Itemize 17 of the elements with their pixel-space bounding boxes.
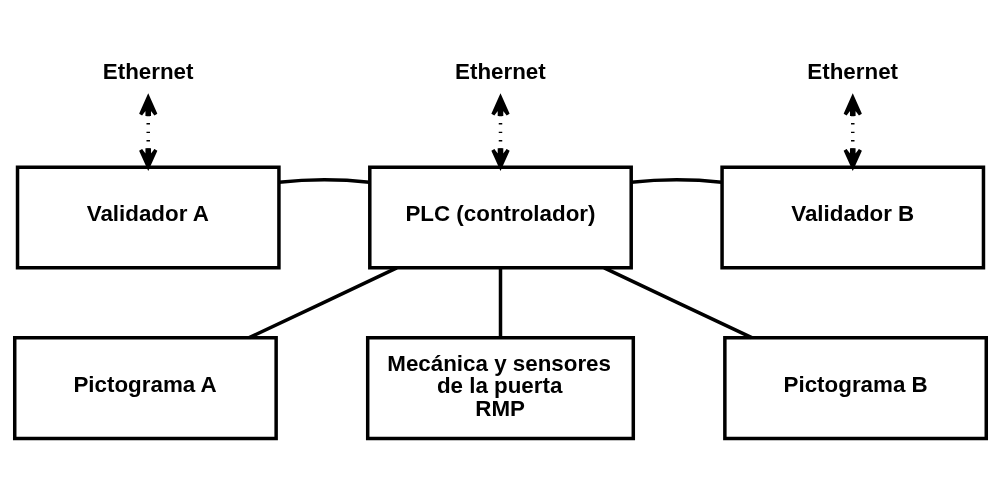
- node-box: Mecánica y sensores de la puerta RMP: [365, 336, 636, 441]
- node-box: Validador B: [720, 165, 986, 270]
- connector: [631, 178, 722, 185]
- node-box: Pictograma B: [723, 336, 988, 441]
- arrow: [843, 95, 863, 169]
- node-text: Ethernet: [455, 58, 546, 84]
- node-text: Ethernet: [102, 58, 194, 84]
- node-box: Pictograma A: [13, 336, 278, 441]
- connector: [278, 178, 370, 185]
- connector: [498, 267, 503, 338]
- arrow: [491, 95, 510, 169]
- node-box: PLC (controlador): [368, 165, 633, 270]
- connector: [248, 266, 398, 340]
- node-text: Ethernet: [807, 58, 899, 84]
- connector: [603, 266, 753, 340]
- node-box: Validador A: [15, 165, 281, 270]
- arrow: [138, 95, 158, 169]
